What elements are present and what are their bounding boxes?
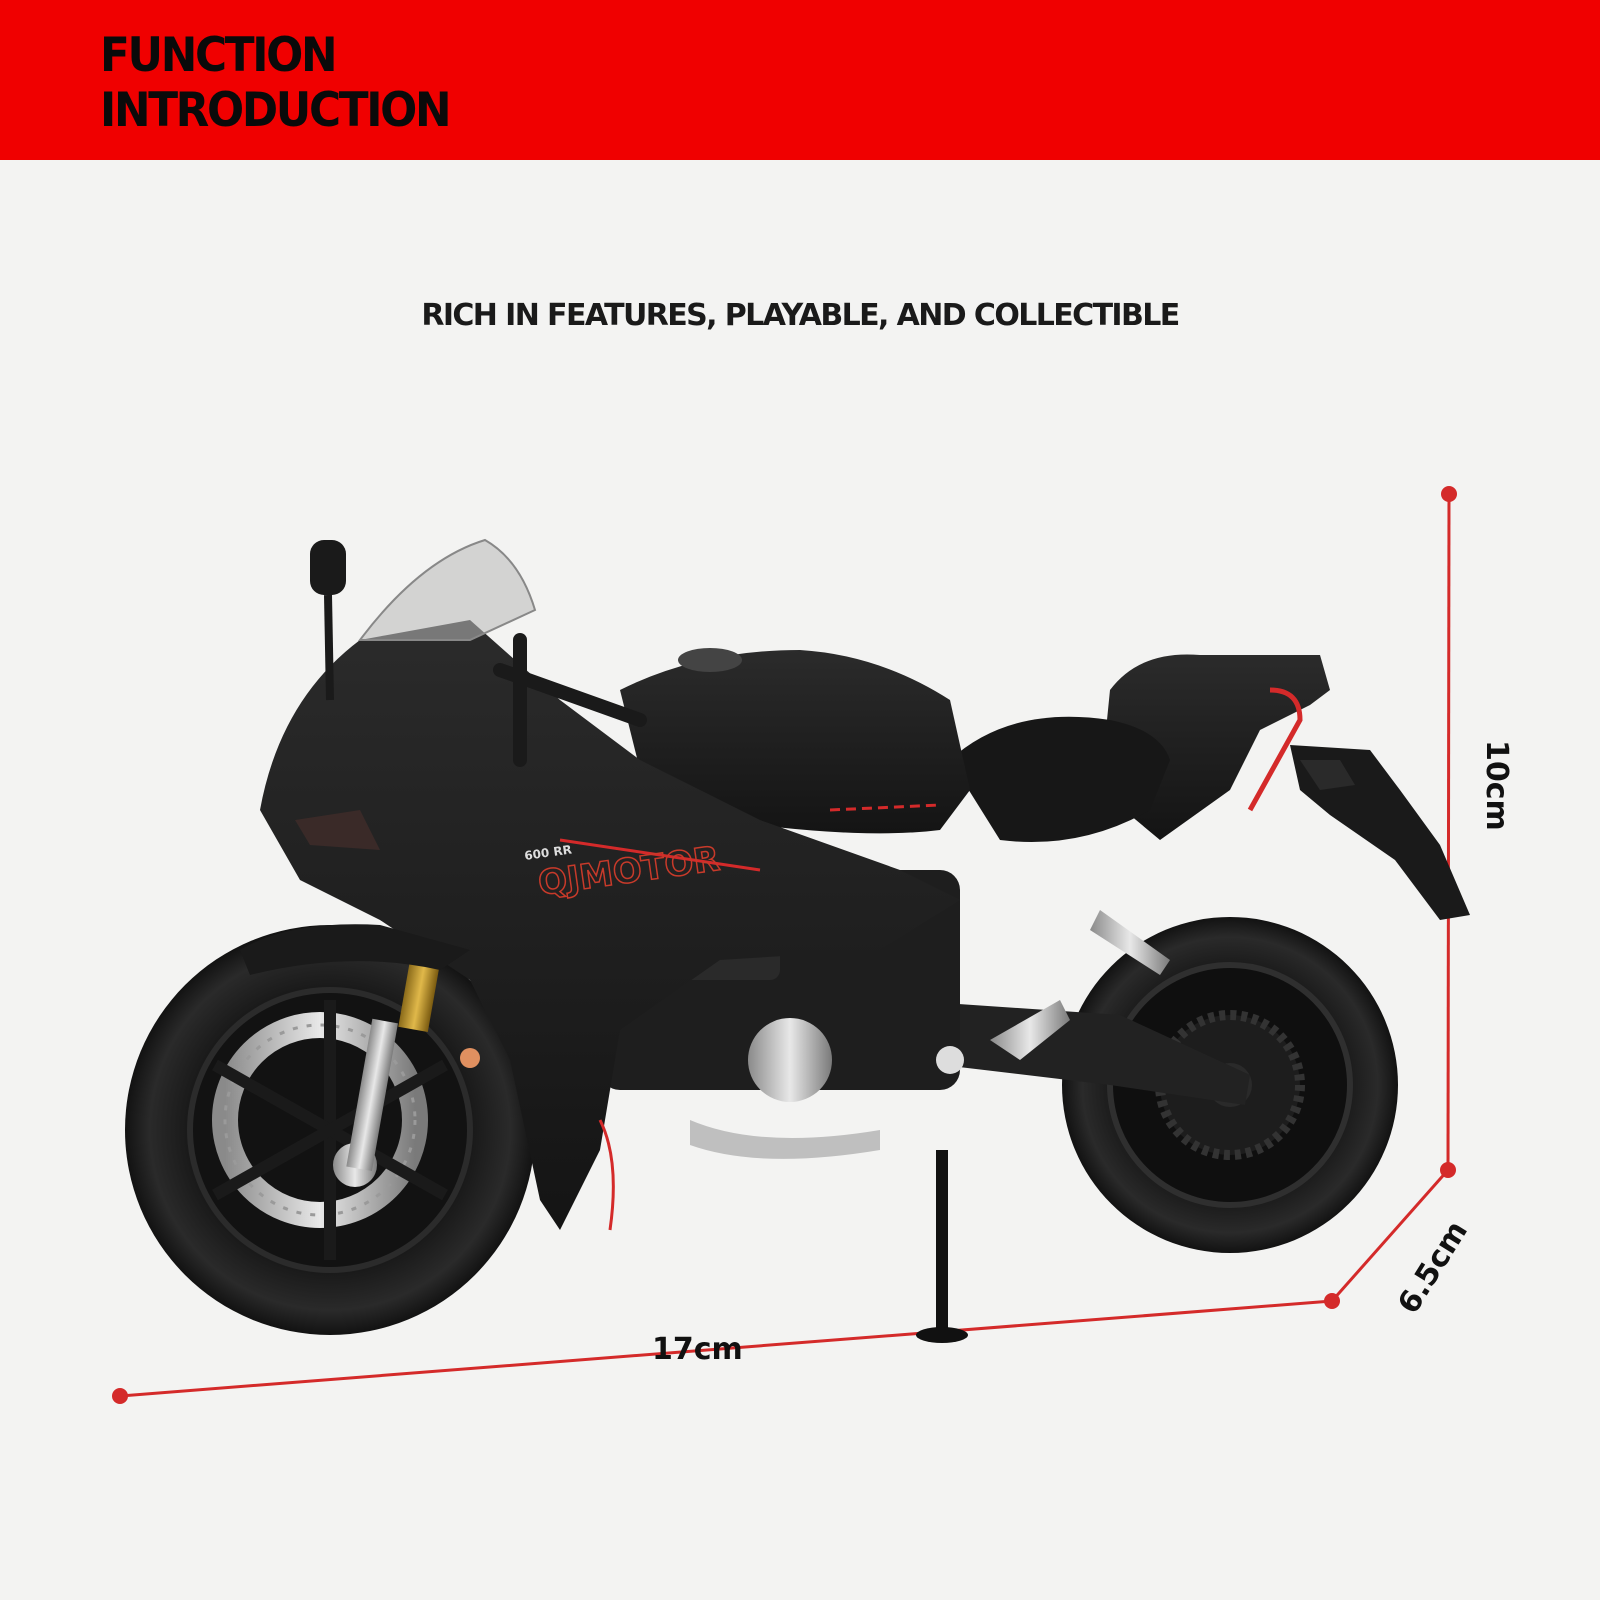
- dimension-lines: [119, 493, 1451, 1398]
- feature-tagline: RICH IN FEATURES, PLAYABLE, AND COLLECTI…: [421, 298, 1180, 333]
- height-label: 10cm: [1479, 740, 1514, 831]
- headlight: [295, 810, 380, 850]
- length-label: 17cm: [652, 1332, 743, 1367]
- header-banner: FUNCTION INTRODUCTION: [0, 0, 1600, 160]
- swingarm: [900, 1000, 1250, 1105]
- seat: [950, 716, 1170, 842]
- windscreen: [357, 538, 537, 641]
- dimension-endpoints: [112, 486, 1457, 1404]
- front-wheel: [125, 925, 535, 1335]
- svg-text:600 RR: 600 RR: [523, 842, 572, 863]
- mirror: [310, 540, 346, 701]
- fuel-tank: [620, 650, 970, 834]
- front-fairing: [260, 620, 960, 1230]
- passenger-footpeg: [1090, 910, 1170, 975]
- kickstand: [936, 1150, 948, 1330]
- banner-title: FUNCTION INTRODUCTION: [100, 28, 452, 138]
- handlebars: [493, 633, 647, 767]
- rear-tail: [1100, 654, 1330, 840]
- rider-footpeg: [990, 1000, 1070, 1060]
- rear-fender: [1290, 745, 1470, 920]
- front-fork: [346, 948, 480, 1172]
- banner-title-line2: INTRODUCTION: [100, 83, 452, 138]
- banner-title-line1: FUNCTION: [100, 28, 338, 83]
